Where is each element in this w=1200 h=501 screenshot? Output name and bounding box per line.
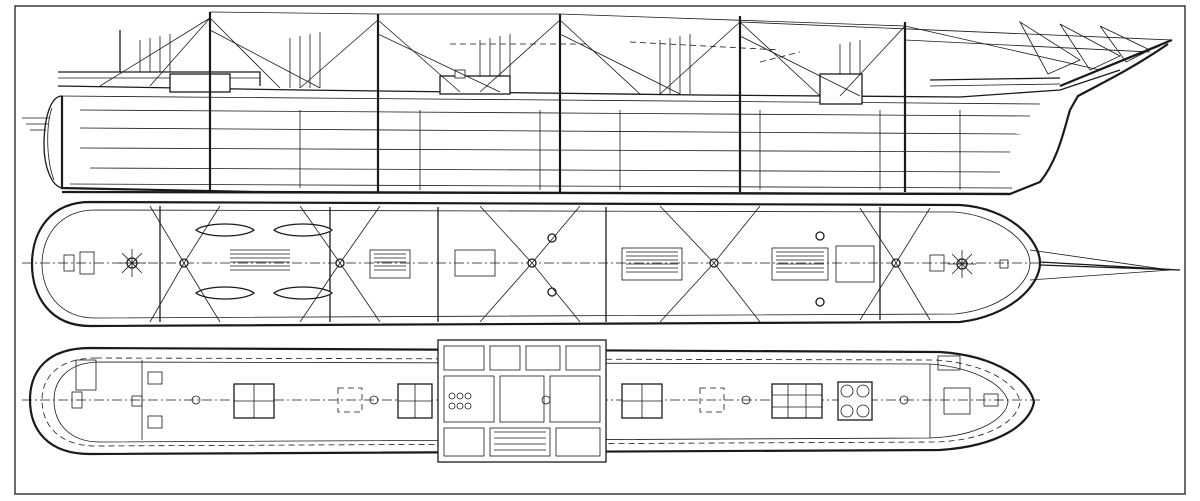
upper-deck-plan-view [22,200,1181,328]
lower-deck-outline [28,346,1036,456]
boiler-circles [448,392,472,410]
drawing-border [14,5,1186,495]
deckhouse-mid [439,75,511,95]
machinery-space [437,339,607,463]
stern-counter [43,95,63,189]
upper-deck-outline [30,200,1042,328]
shroud-hatching [139,32,861,94]
side-elevation-view [22,11,1173,196]
upper-deck-hatches [369,245,875,283]
headsails [1018,20,1151,75]
hull-frames [299,110,961,190]
rigging-elevation [99,11,1173,97]
deckhouse-fwd [819,73,863,105]
bowsprit-plan [1039,261,1181,271]
waterline-marks [22,117,50,131]
mast-steps-lower [191,395,909,405]
rigging-plan [149,205,931,323]
lower-deck-plan-view [22,339,1040,463]
deckhouse-aft [169,73,231,93]
ship-boats [194,223,334,300]
capstans [126,231,968,307]
hull-outline [60,43,1169,196]
